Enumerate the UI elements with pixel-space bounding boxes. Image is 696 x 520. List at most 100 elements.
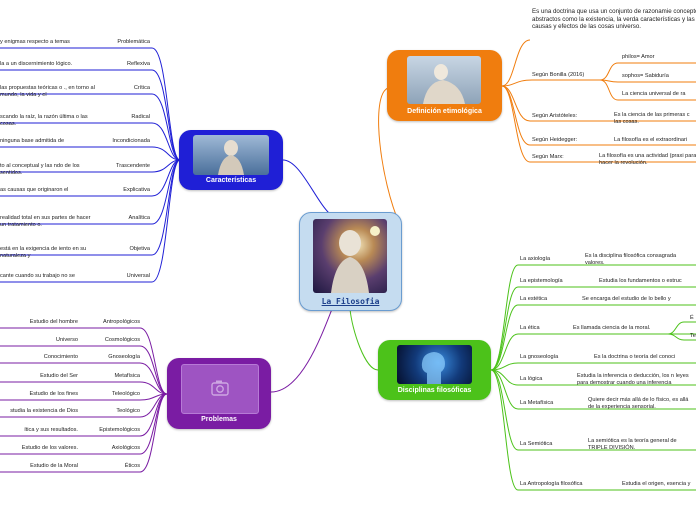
disciplinas-title: Disciplinas filosóficas xyxy=(397,387,472,394)
caracteristica-label: Objetiva xyxy=(129,246,150,252)
caracteristica-connector xyxy=(151,159,181,256)
disciplina-desc: La semiótica es la teoría general de TRI… xyxy=(588,438,677,451)
center-title: La Filosofia xyxy=(321,297,380,306)
caracteristica-connector xyxy=(151,146,181,161)
bonilla-item-connector xyxy=(599,62,619,81)
caracteristica-connector xyxy=(151,93,181,161)
caracteristica-desc: scando la raíz, la razón última o las co… xyxy=(0,114,88,127)
problema-connector xyxy=(139,393,168,473)
disciplina-desc: Se encarga del estudio de lo bello y xyxy=(582,296,671,302)
thinker-statue-icon xyxy=(423,64,465,104)
caracteristica-label: Universal xyxy=(126,273,150,279)
problemas-image xyxy=(181,364,259,414)
problema-label: Teológico xyxy=(116,408,140,414)
definicion-row-connector xyxy=(501,85,531,163)
caracteristica-desc: las propuestas teóricas o ., en torno al… xyxy=(0,85,95,98)
definicion-row-text: La filosofía es el extraordinari xyxy=(614,137,688,143)
disciplina-connector xyxy=(490,304,519,371)
caracteristicas-main-connector xyxy=(282,159,331,215)
problema-connector xyxy=(139,345,168,395)
disciplina-connector xyxy=(490,369,519,491)
definicion-paragraph: Es una doctrina que usa un conjunto de r… xyxy=(532,8,696,31)
definicion-image xyxy=(407,56,481,104)
caracteristica-desc: realidad total en sus partes de hacer un… xyxy=(0,215,91,228)
bonilla-label: Según Bonilla (2016) xyxy=(532,72,585,78)
definicion-node[interactable]: Definición etimológica xyxy=(387,50,502,121)
bonilla-item-connector xyxy=(599,79,619,101)
problema-desc: Estudio de los fines xyxy=(29,391,78,397)
bonilla-item: sophos= Sabiduría xyxy=(622,73,669,79)
disciplina-desc: Estudia la inferencia o deducción, los n… xyxy=(577,373,689,386)
caracteristica-label: Problemática xyxy=(117,39,150,45)
definicion-paragraph-connector xyxy=(501,39,531,87)
disciplina-desc: Es la disciplina filosófica consagrada v… xyxy=(585,253,677,266)
bonilla-item: philos= Amor xyxy=(622,54,655,60)
definicion-row-connector xyxy=(501,85,531,122)
disciplina-desc: Es la doctrina o teoría del conoci xyxy=(594,354,676,360)
caracteristica-connector xyxy=(151,159,181,283)
disciplina-label: La gnoseología xyxy=(520,354,559,360)
problema-desc: Estudio de la Moral xyxy=(30,463,78,469)
caracteristica-connector xyxy=(151,159,181,225)
disciplina-label: La epistemología xyxy=(520,278,563,284)
bonilla-item: La ciencia universal de ra xyxy=(622,91,686,97)
definicion-row-label: Según Marx: xyxy=(532,154,564,160)
disciplina-connector xyxy=(490,286,519,371)
caracteristica-connector xyxy=(151,69,181,161)
disciplina-label: La Semiótica xyxy=(520,441,553,447)
head-silhouette-icon xyxy=(421,352,445,384)
disciplina-connector xyxy=(490,369,519,410)
definicion-row-connector xyxy=(501,85,531,146)
caracteristica-desc: cante cuando su trabajo no se xyxy=(0,273,75,279)
disciplina-desc: Es llamada ciencia de la moral. xyxy=(573,325,651,331)
problemas-main-connector xyxy=(270,308,333,393)
caracteristica-desc: y enigmas respecto a temas xyxy=(0,39,70,45)
caracteristica-connector xyxy=(151,47,181,161)
center-node[interactable]: La Filosofia xyxy=(299,212,402,311)
disciplina-desc: Estudia los fundamentos o estruc xyxy=(599,278,682,284)
disciplina-label: La ética xyxy=(520,325,540,331)
problema-connector xyxy=(139,362,168,395)
definicion-row-text: La filosofía es una actividad (praxi par… xyxy=(599,153,696,166)
disciplina-label: La estética xyxy=(520,296,548,302)
disciplina-desc: Quiere decir más allá de lo físico, es a… xyxy=(588,397,689,410)
caracteristica-desc: as causas que originaron el xyxy=(0,187,69,193)
caracteristica-label: Trascendente xyxy=(116,163,150,169)
caracteristica-label: Radical xyxy=(131,114,150,120)
caracteristica-label: Crítica xyxy=(133,85,150,91)
camera-icon xyxy=(211,380,229,396)
problema-desc: ítica y sus resultados. xyxy=(24,427,78,433)
disciplinas-image xyxy=(397,345,472,384)
definicion-row-label: Según Aristóteles: xyxy=(532,113,578,119)
problemas-node[interactable]: Problemas xyxy=(167,358,271,429)
definicion-row-text: Es la ciencia de las primeras c las cosa… xyxy=(614,112,690,125)
disciplina-label: La Metafísica xyxy=(520,400,554,406)
statue-icon xyxy=(331,226,380,293)
problema-label: Axiológicos xyxy=(111,445,140,451)
definicion-bonilla-connector xyxy=(501,79,533,87)
caracteristica-connector xyxy=(151,122,181,161)
problema-connector xyxy=(139,327,168,395)
etica-sub-connector xyxy=(667,333,685,341)
problema-label: Epistemológicos xyxy=(99,427,140,433)
disciplina-connector xyxy=(490,333,519,371)
problema-desc: studia la existencia de Dios xyxy=(10,408,78,414)
statue-icon xyxy=(218,140,244,175)
problema-desc: Universo xyxy=(55,337,78,343)
definicion-main-connector xyxy=(378,87,401,226)
definicion-row-label: Según Heidegger: xyxy=(532,137,578,143)
caracteristica-label: Reflexiva xyxy=(126,61,150,67)
disciplinas-node[interactable]: Disciplinas filosóficas xyxy=(378,340,491,400)
problema-label: Gnoseología xyxy=(108,354,140,360)
problema-desc: Conocimiento xyxy=(43,354,78,360)
caracteristicas-node[interactable]: Características xyxy=(179,130,283,190)
caracteristica-desc: está en la exigencia de iento en su natu… xyxy=(0,246,87,259)
disciplina-label: La Antropología filosófica xyxy=(520,481,583,487)
caracteristica-desc: to al conceptual y las ndo de los sentid… xyxy=(0,163,80,176)
problema-connector xyxy=(139,393,168,455)
caracteristica-label: Incondicionada xyxy=(112,138,150,144)
definicion-title: Definición etimológica xyxy=(407,108,482,115)
disciplina-label: La axiología xyxy=(520,256,551,262)
